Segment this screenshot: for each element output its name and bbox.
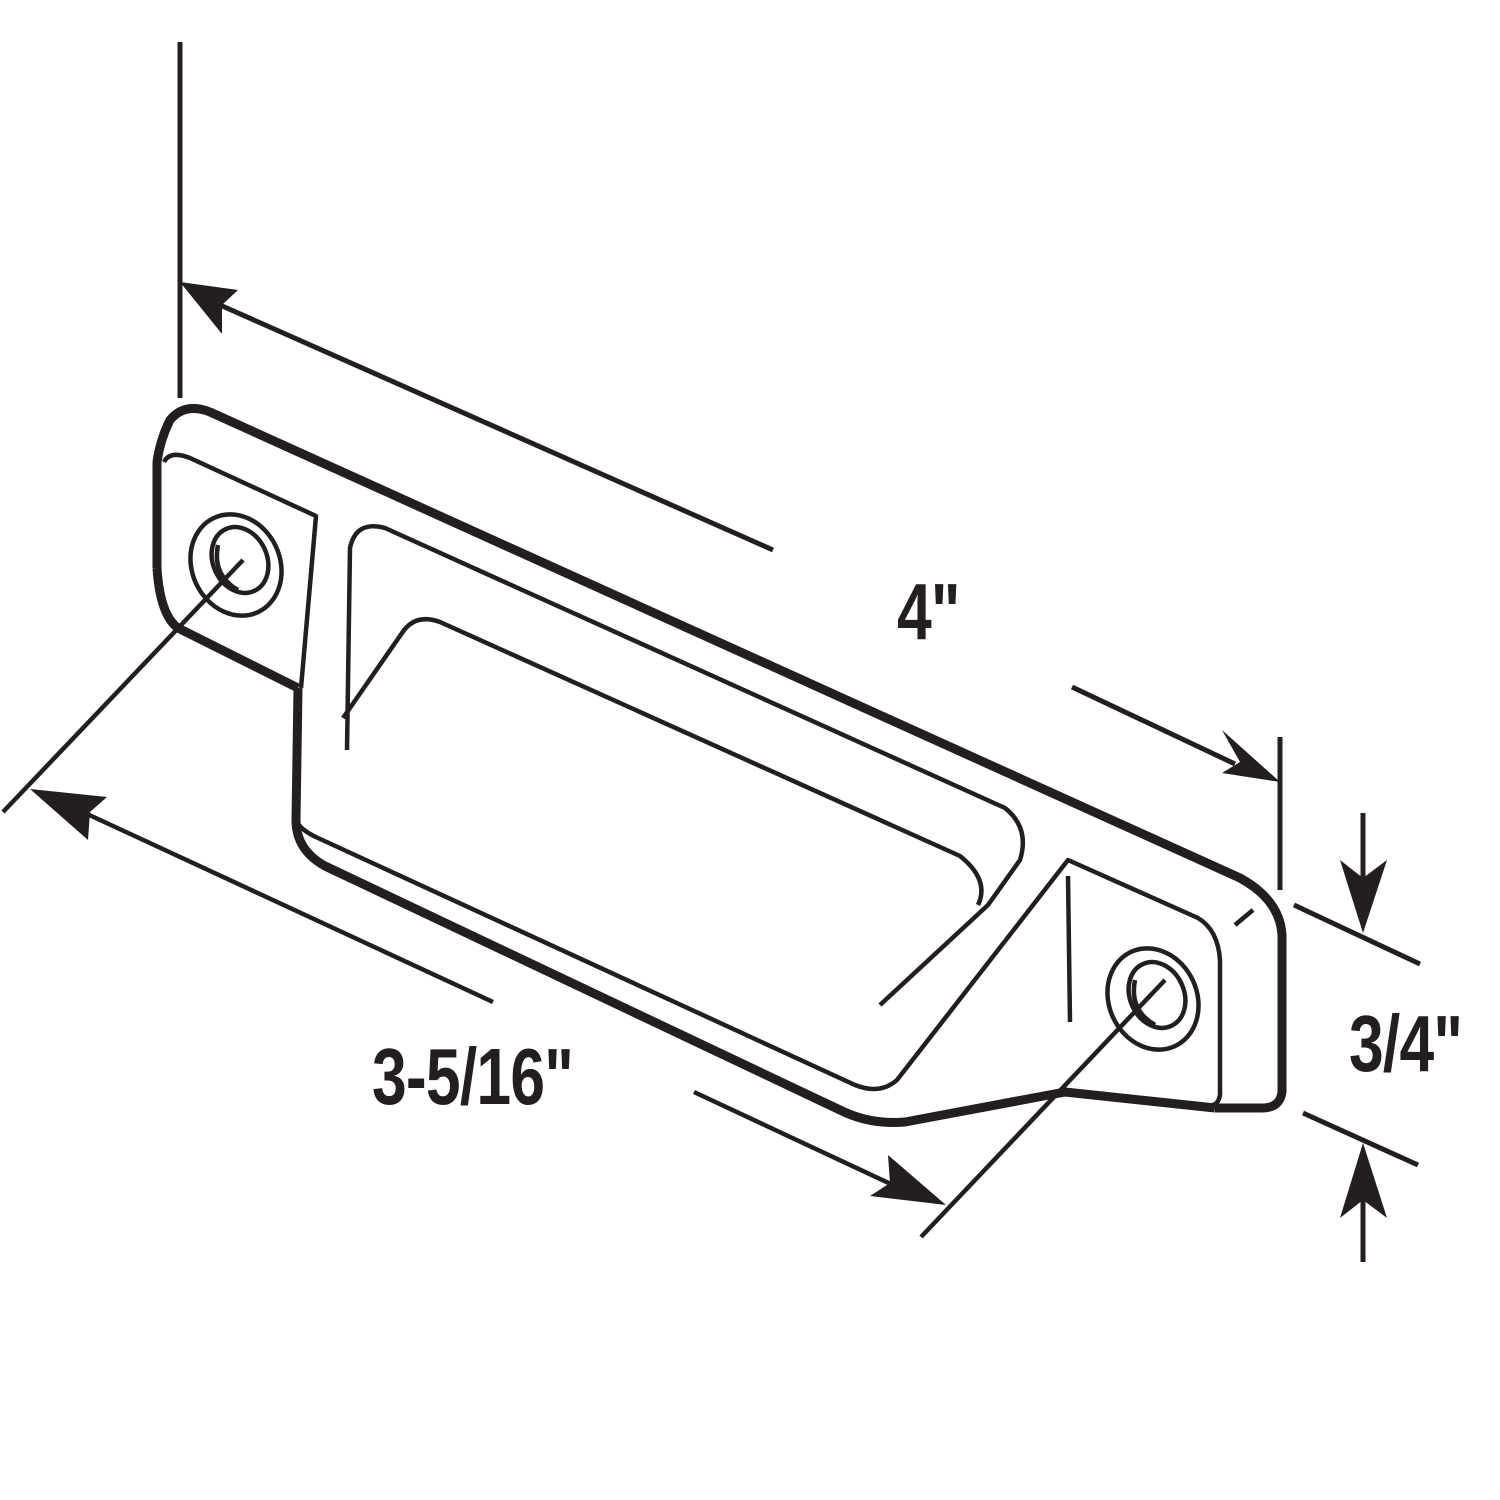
left-screw-hole [188, 512, 284, 618]
dimension-arrowheads-height [1340, 860, 1387, 1218]
dimension-hole-spacing [1, 558, 1167, 1239]
dimension-height [1292, 813, 1422, 1262]
dimension-overall-length [177, 42, 1283, 890]
part-detail-lines [161, 452, 1255, 1108]
height-label: 3/4" [1349, 999, 1463, 1088]
dimension-arrowheads-overall [180, 282, 1280, 782]
dimension-arrowheads-spacing [30, 789, 946, 1205]
right-screw-hole [1105, 946, 1201, 1052]
hole-spacing-label: 3-5/16" [372, 1032, 574, 1121]
overall-length-label: 4" [897, 567, 961, 656]
